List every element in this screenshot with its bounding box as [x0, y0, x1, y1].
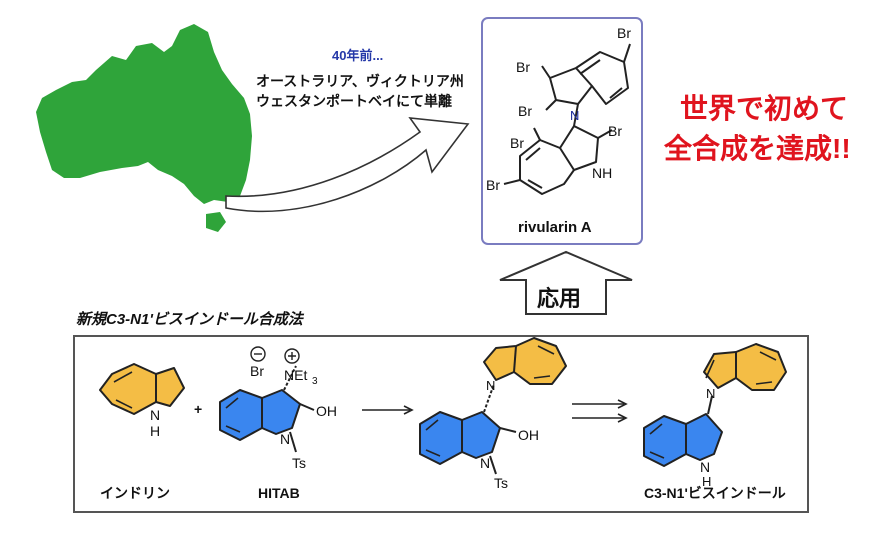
- product-n-top: N: [706, 386, 715, 401]
- intermediate-n: N: [480, 455, 490, 471]
- reaction-arrow-2: [572, 399, 628, 423]
- intermediate-oh: OH: [518, 427, 539, 443]
- hitab-ring: [219, 389, 301, 441]
- intermediate-n-top: N: [486, 378, 495, 393]
- product-structure: N N H: [643, 343, 787, 489]
- label-br-4: Br: [608, 123, 622, 139]
- product-label: C3-N1'ビスインドール: [644, 485, 786, 501]
- intermediate-ts: Ts: [494, 475, 508, 491]
- apply-arrow-shape: [499, 250, 633, 315]
- hitab-net3: NEt: [284, 367, 307, 383]
- apply-arrow: 応用: [499, 250, 633, 315]
- rivularin-structure: [503, 43, 631, 195]
- product-n: N: [700, 459, 710, 475]
- apply-label: 応用: [537, 286, 581, 311]
- intermediate-structure: N OH N Ts: [419, 337, 567, 491]
- hitab-ts: Ts: [292, 455, 306, 471]
- indoline-label: インドリン: [100, 485, 170, 501]
- origin-line1: オーストラリア、ヴィクトリア州: [256, 73, 464, 89]
- label-br-6: Br: [486, 177, 500, 193]
- label-br-2: Br: [516, 59, 530, 75]
- hitab-label: HITAB: [258, 485, 300, 501]
- tasmania: [206, 212, 226, 232]
- label-br-5: Br: [510, 135, 524, 151]
- years-ago-text: 40年前...: [332, 48, 383, 63]
- label-nh: NH: [592, 165, 612, 181]
- reaction-arrow-1: [362, 405, 414, 415]
- label-br-3: Br: [518, 103, 532, 119]
- rivularin-panel: Br Br Br N Br Br Br NH rivularin A: [481, 17, 643, 245]
- hitab-net3-sub: 3: [312, 376, 318, 387]
- australia-map: [36, 24, 252, 232]
- hitab-structure: Br NEt 3 OH N Ts: [219, 346, 337, 471]
- label-n-upper: N: [570, 108, 579, 123]
- indoline-n: N: [150, 407, 160, 423]
- achievement-line2: 全合成を達成!!: [663, 132, 851, 164]
- hitab-oh: OH: [316, 403, 337, 419]
- achievement-line1: 世界で初めて: [680, 93, 848, 124]
- indoline-h: H: [150, 423, 160, 439]
- curved-arrow-body: [225, 117, 470, 213]
- compound-name: rivularin A: [518, 219, 592, 236]
- hitab-n: N: [280, 431, 290, 447]
- curved-arrow: [225, 117, 470, 213]
- hitab-br: Br: [250, 363, 264, 379]
- section-title: 新規C3-N1'ビスインドール合成法: [76, 310, 305, 328]
- australia-mainland: [36, 24, 252, 204]
- label-br-1: Br: [617, 25, 631, 41]
- origin-line2: ウェスタンポートベイにて単離: [256, 93, 452, 109]
- rivularin-panel-border: [481, 17, 643, 245]
- product-lower-ring: [643, 413, 723, 467]
- intermediate-hitab-ring: [419, 411, 501, 465]
- plus-sign: +: [194, 401, 202, 417]
- indoline-structure: N H: [99, 363, 185, 439]
- product-h: H: [702, 474, 711, 489]
- indoline-ring: [99, 363, 185, 415]
